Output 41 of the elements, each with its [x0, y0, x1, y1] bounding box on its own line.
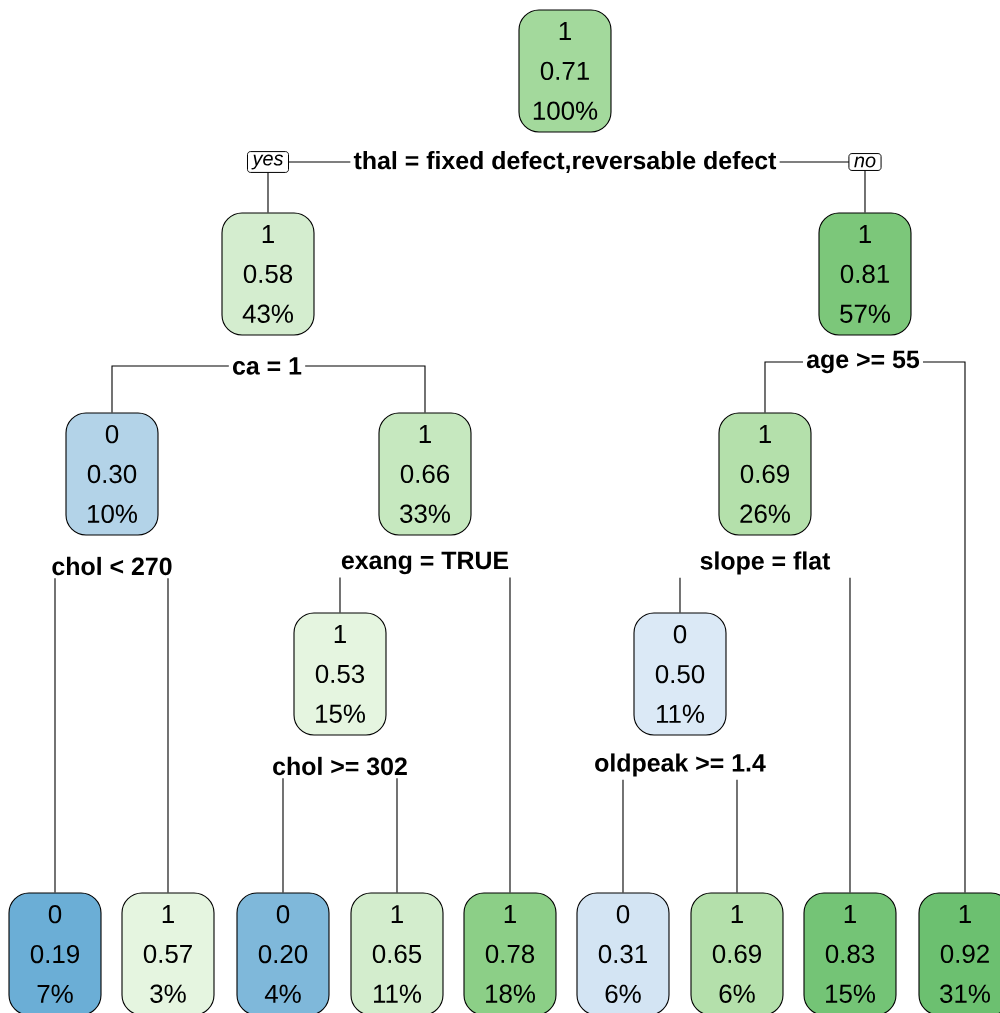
- branch-line: [396, 777, 398, 893]
- split-label: ca = 1: [233, 357, 302, 375]
- branch-line: [849, 577, 851, 893]
- node-box: 0 0.50 11%: [633, 612, 727, 736]
- split-label: chol < 270: [52, 556, 172, 576]
- branch-line: [622, 779, 624, 893]
- branch-line: [304, 365, 426, 413]
- branch-line: [339, 576, 341, 613]
- split-label: slope = flat: [700, 551, 831, 575]
- node-box: 1 0.65 11%: [350, 892, 444, 1013]
- branch-line: [764, 361, 804, 413]
- branch-line: [736, 779, 738, 893]
- node-box: 1 0.78 18%: [463, 892, 557, 1013]
- node-box: 0 0.31 6%: [576, 892, 670, 1013]
- node-box: 0 0.20 4%: [236, 892, 330, 1013]
- node-box: 1 0.53 15%: [293, 612, 387, 736]
- node-box: 1 0.58 43%: [221, 212, 315, 336]
- split-label: chol >= 302: [273, 756, 407, 776]
- node-box: 0 0.30 10%: [65, 412, 159, 536]
- node-box: 0 0.19 7%: [8, 892, 102, 1013]
- branch-line: [111, 365, 230, 413]
- node-box: 1 0.57 3%: [121, 892, 215, 1013]
- branch-line: [54, 577, 56, 893]
- edge-label: yes: [247, 151, 289, 173]
- branch-line: [679, 577, 681, 613]
- edge-label: no: [848, 153, 882, 171]
- node-box: 1 0.69 6%: [690, 892, 784, 1013]
- node-box: 1 0.69 26%: [718, 412, 812, 536]
- node-box: 1 0.81 57%: [818, 212, 912, 336]
- split-label: thal = fixed defect,reversable defect: [353, 151, 777, 173]
- node-box: 1 0.83 15%: [803, 892, 897, 1013]
- branch-line: [509, 576, 511, 893]
- branch-line: [167, 577, 169, 893]
- split-label: age >= 55: [806, 350, 920, 374]
- node-box: 1 0.92 31%: [918, 892, 1000, 1013]
- split-label: oldpeak >= 1.4: [595, 753, 766, 777]
- branch-line: [282, 777, 284, 893]
- branch-line: [922, 361, 966, 893]
- node-box: 1 0.71 100%: [518, 9, 612, 133]
- node-box: 1 0.66 33%: [378, 412, 472, 536]
- split-label: exang = TRUE: [341, 551, 509, 575]
